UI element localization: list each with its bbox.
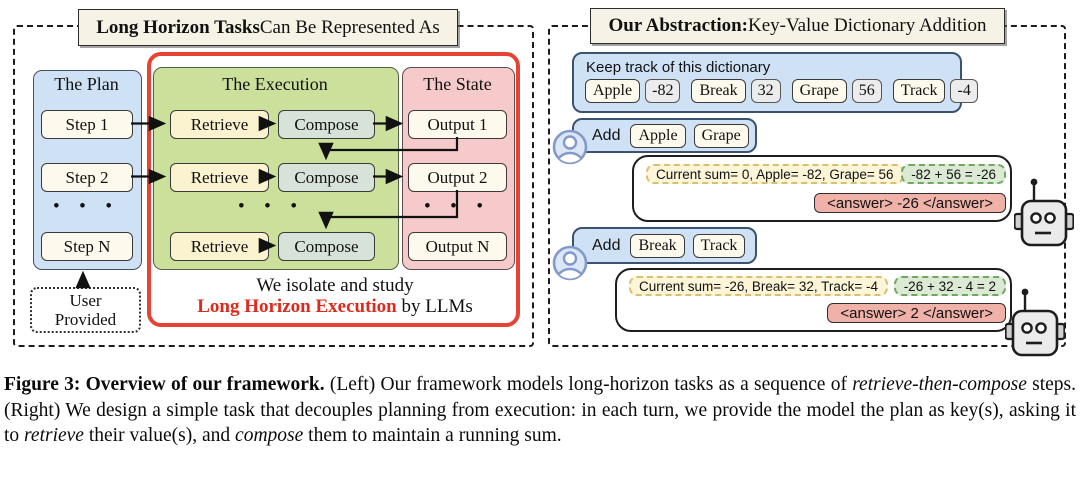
compose-node-2: Compose — [278, 163, 375, 192]
answer-chip-2: <answer> 2 </answer> — [827, 303, 1006, 323]
output-node-2: Output 2 — [408, 163, 507, 192]
retrieve-node-n: Retrieve — [170, 232, 269, 261]
user-icon — [552, 245, 588, 281]
plan-step-1: Step 1 — [41, 110, 133, 139]
dict-value-apple: -82 — [645, 79, 681, 103]
dict-key-break: Break — [691, 79, 746, 103]
dictionary-label: Keep track of this dictionary — [586, 59, 771, 76]
left-title-bold: Long Horizon Tasks — [96, 16, 260, 38]
user-icon — [552, 129, 588, 165]
isolate-text-line2: Long Horizon Execution by LLMs — [153, 296, 517, 318]
user-turn-2: Add Break Track — [572, 227, 757, 264]
turn1-key-grape: Grape — [693, 123, 749, 148]
turn2-key-track: Track — [692, 233, 746, 258]
caption-bold: Figure 3: Overview of our framework. — [4, 374, 325, 395]
caption-italic2: retrieve — [24, 425, 84, 446]
add-label-1: Add — [592, 126, 621, 144]
caption-seg2: steps. (Right) We design a simple task t… — [4, 374, 1077, 446]
user-turn-1: Add Apple Grape — [572, 118, 757, 153]
turn2-key-break: Break — [630, 233, 685, 258]
plan-step-2: Step 2 — [41, 163, 133, 192]
dictionary-pair: Apple-82 — [585, 79, 681, 103]
dict-value-break: 32 — [750, 79, 781, 103]
caption-seg1: (Left) Our framework models long-horizon… — [324, 374, 853, 395]
output-node-1: Output 1 — [408, 110, 507, 139]
plan-header: The Plan — [54, 74, 119, 94]
dictionary-pair: Track-4 — [892, 79, 978, 103]
isolate-text-rest: by LLMs — [396, 296, 473, 317]
computation-chip-1: -82 + 56 = -26 — [901, 164, 1006, 184]
plan-step-n: Step N — [41, 232, 133, 261]
right-panel-title: Our Abstraction: Key-Value Dictionary Ad… — [590, 8, 1005, 44]
user-provided-line1: User — [69, 291, 102, 310]
caption-italic1: retrieve-then-compose — [852, 374, 1027, 395]
compose-node-1: Compose — [278, 110, 375, 139]
long-horizon-execution-frame — [147, 52, 520, 327]
add-label-2: Add — [592, 236, 621, 254]
retrieve-node-1: Retrieve — [170, 110, 269, 139]
robot-icon — [1005, 288, 1065, 357]
dictionary-box: Keep track of this dictionary Apple-82 B… — [572, 52, 978, 113]
figure-caption: Figure 3: Overview of our framework. (Le… — [4, 372, 1076, 449]
user-provided-box: User Provided — [30, 287, 141, 333]
right-title-bold: Our Abstraction: — [608, 15, 748, 36]
left-title-rest: Can Be Represented As — [259, 16, 440, 38]
caption-seg3: their value(s), and — [83, 425, 236, 446]
answer-chip-1: <answer> -26 </answer> — [814, 193, 1006, 213]
dict-key-grape: Grape — [791, 79, 847, 103]
reasoning-chip-2: Current sum= -26, Break= 32, Track= -4 — [629, 276, 888, 296]
isolate-text-line1: We isolate and study — [256, 275, 414, 296]
state-header: The State — [423, 74, 492, 94]
execution-ellipsis: • • • — [238, 196, 305, 215]
turn1-key-apple: Apple — [630, 123, 686, 148]
compose-node-n: Compose — [278, 232, 375, 261]
computation-chip-2: -26 + 32 - 4 = 2 — [893, 276, 1006, 296]
reasoning-chip-1: Current sum= 0, Apple= -82, Grape= 56 — [646, 164, 904, 184]
execution-header: The Execution — [222, 74, 328, 94]
retrieve-node-2: Retrieve — [170, 163, 269, 192]
left-panel-title: Long Horizon Tasks Can Be Represented As — [78, 9, 458, 46]
long-horizon-execution-highlight: Long Horizon Execution — [197, 296, 397, 317]
dict-value-grape: 56 — [851, 79, 882, 103]
dict-key-apple: Apple — [585, 79, 641, 103]
robot-icon — [1014, 178, 1074, 247]
plan-ellipsis: • • • — [53, 196, 120, 215]
dict-value-track: -4 — [950, 79, 978, 103]
caption-seg4: them to maintain a running sum. — [303, 425, 562, 446]
model-response-2: Current sum= -26, Break= 32, Track= -4 -… — [615, 268, 1012, 332]
right-title-rest: Key-Value Dictionary Addition — [748, 15, 987, 36]
model-response-1: Current sum= 0, Apple= -82, Grape= 56 -8… — [632, 155, 1012, 222]
caption-italic3: compose — [235, 425, 304, 446]
user-provided-line2: Provided — [54, 310, 117, 329]
state-ellipsis: • • • — [424, 196, 491, 215]
output-node-n: Output N — [408, 232, 507, 261]
dict-key-track: Track — [892, 79, 946, 103]
